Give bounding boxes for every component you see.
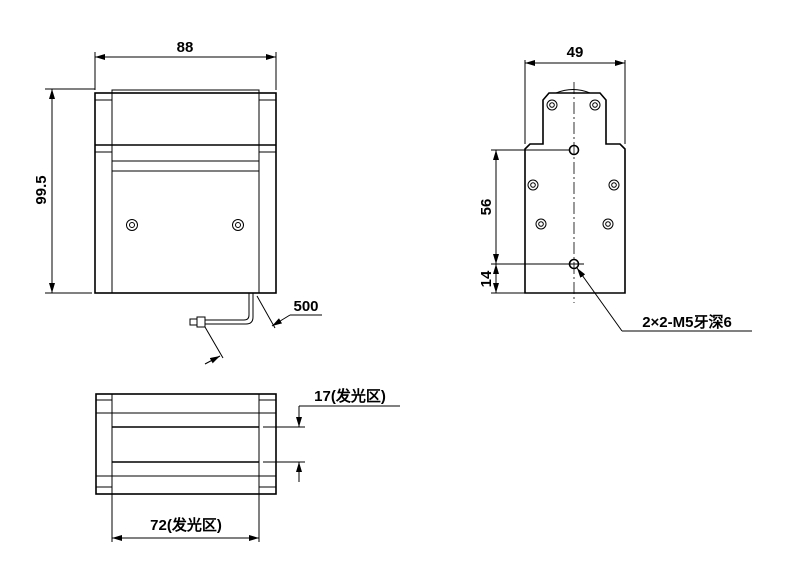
screw-icon — [126, 219, 138, 231]
screw-icon — [602, 218, 614, 230]
cable — [205, 293, 250, 321]
screw-icon — [546, 99, 558, 111]
hole-offset-dim-14: 14 — [478, 270, 495, 287]
connector-icon — [196, 316, 206, 328]
screw-icon — [535, 218, 547, 230]
screw-icon — [608, 179, 620, 191]
emit-height-dim: 17(发光区) — [314, 387, 386, 405]
mounting-hole — [568, 144, 580, 156]
thread-note: 2×2-M5牙深6 — [642, 313, 732, 331]
width-dim-88: 88 — [177, 39, 194, 56]
cable-length-dim: 500 — [293, 298, 318, 315]
screw-icon — [527, 179, 539, 191]
height-dim-99-5: 99.5 — [33, 175, 50, 204]
front-outline — [94, 92, 277, 294]
screw-icon — [589, 99, 601, 111]
bottom-view: 17(发光区) 72(发光区) — [95, 387, 400, 542]
front-view: 88 99.5 500 — [33, 39, 322, 365]
side-view: 49 56 14 2×2-M5牙深6 — [478, 44, 752, 332]
front-center-plate — [111, 89, 260, 294]
side-width-dim-49: 49 — [567, 44, 584, 61]
bottom-outline — [95, 393, 277, 495]
hole-spacing-dim-56: 56 — [478, 199, 495, 216]
emit-width-dim: 72(发光区) — [150, 516, 222, 534]
screw-icon — [232, 219, 244, 231]
side-outline — [524, 92, 626, 294]
